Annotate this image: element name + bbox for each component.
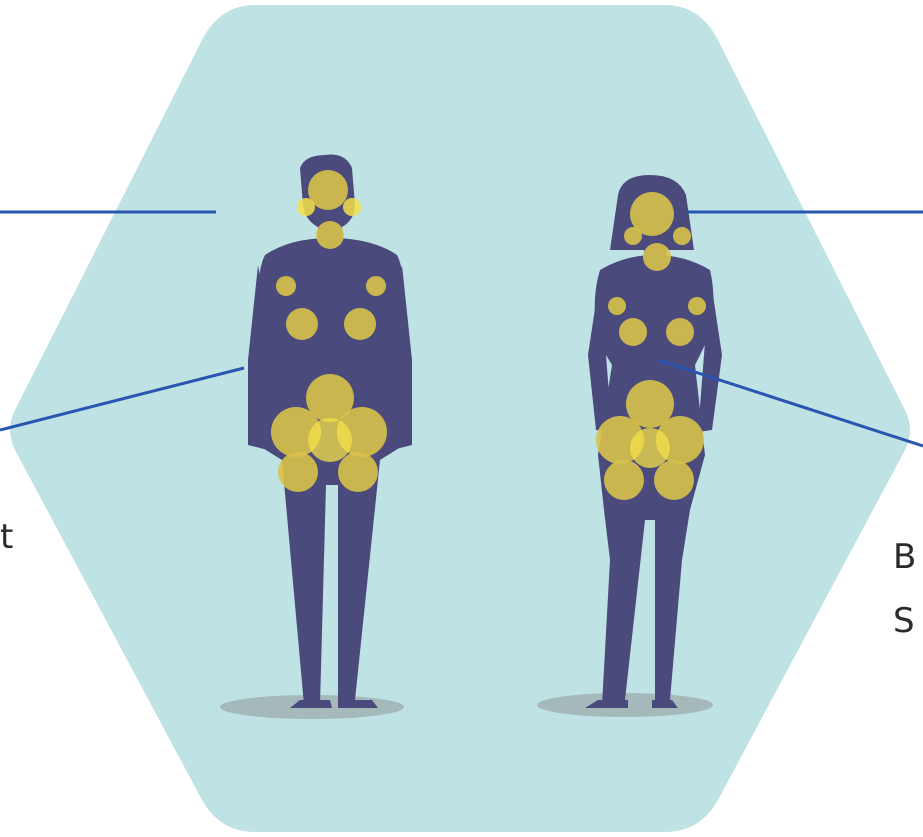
hexagon-background [10,5,910,832]
left-label-fragment: t [0,520,13,554]
right-label-fragment-1: B [893,540,916,574]
right-label-fragment-2: S [893,604,915,638]
